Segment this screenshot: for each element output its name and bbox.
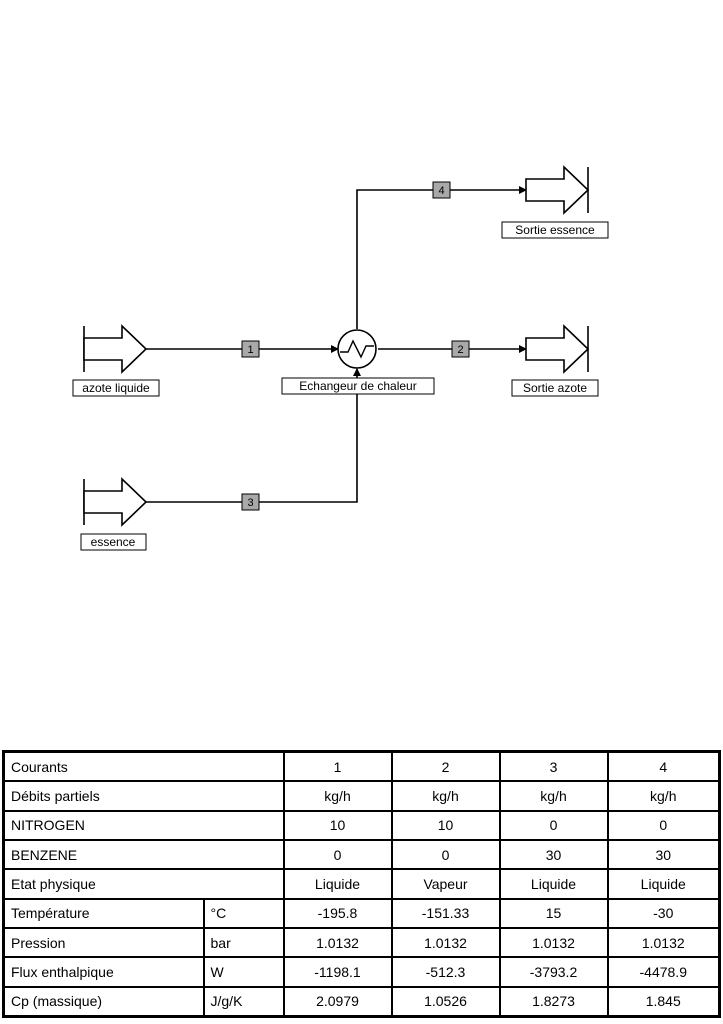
cell-value: kg/h [390, 780, 501, 812]
cell-value: kg/h [282, 780, 393, 812]
cell-value: 10 [282, 809, 393, 841]
table-row: Flux enthalpique W -1198.1 -512.3 -3793.… [2, 956, 721, 988]
cell-value: 30 [498, 838, 609, 871]
feed-label-azote: azote liquide [82, 381, 150, 395]
cell-value: Liquide [606, 868, 721, 900]
product-sortie-essence[interactable]: Sortie essence [501, 165, 609, 239]
feed-arrow-icon [83, 324, 148, 374]
cell-value: 10 [390, 809, 501, 841]
product-label-sortie-azote: Sortie azote [523, 381, 587, 395]
exchanger-label: Echangeur de chaleur [299, 379, 416, 393]
row-label: Etat physique [2, 868, 285, 900]
header-col-4: 4 [606, 750, 721, 783]
cell-value: 1.0132 [606, 926, 721, 959]
heat-exchanger[interactable]: Echangeur de chaleur [281, 329, 435, 395]
cell-value: kg/h [606, 780, 721, 812]
cell-value: 1.8273 [498, 985, 609, 1018]
cell-value: 0 [498, 809, 609, 841]
cell-value: 1.0132 [282, 926, 393, 959]
stream-4-line[interactable] [356, 186, 527, 329]
product-label-sortie-essence: Sortie essence [515, 223, 595, 237]
cell-value: -30 [606, 897, 721, 929]
cell-value: -195.8 [282, 897, 393, 929]
row-label: Cp (massique) [2, 985, 205, 1018]
feed-azote-liquide[interactable]: azote liquide [72, 324, 160, 397]
feed-arrow-icon [83, 477, 148, 527]
product-arrow-icon [525, 324, 590, 374]
svg-text:4: 4 [438, 185, 444, 197]
table-row: Pression bar 1.0132 1.0132 1.0132 1.0132 [2, 926, 721, 959]
cell-value: -512.3 [390, 956, 501, 988]
svg-text:3: 3 [247, 497, 253, 509]
cell-value: 0 [282, 838, 393, 871]
table-row: Débits partiels kg/h kg/h kg/h kg/h [2, 780, 721, 812]
header-label: Courants [2, 750, 285, 783]
cell-value: 1.0526 [390, 985, 501, 1018]
cell-value: 2.0979 [282, 985, 393, 1018]
product-sortie-azote[interactable]: Sortie azote [511, 324, 599, 397]
cell-value: 1.845 [606, 985, 721, 1018]
table-row: NITROGEN 10 10 0 0 [2, 809, 721, 841]
table-row: Cp (massique) J/g/K 2.0979 1.0526 1.8273… [2, 985, 721, 1018]
cell-value: Vapeur [390, 868, 501, 900]
row-label: Pression [2, 926, 205, 959]
header-col-3: 3 [498, 750, 609, 783]
table-header-row: Courants 1 2 3 4 [2, 750, 721, 783]
stream-3-line[interactable] [146, 368, 361, 503]
stream-tag-4[interactable]: 4 [432, 181, 451, 199]
cell-value: -3793.2 [498, 956, 609, 988]
feed-essence[interactable]: essence [80, 477, 148, 551]
row-label: BENZENE [2, 838, 285, 871]
table-row: Etat physique Liquide Vapeur Liquide Liq… [2, 868, 721, 900]
cell-value: 0 [390, 838, 501, 871]
svg-text:2: 2 [457, 344, 463, 356]
row-unit: °C [202, 897, 285, 929]
row-unit: W [202, 956, 285, 988]
process-flow-diagram: azote liquide essence Sortie essence Sor… [72, 165, 609, 551]
stream-tag-3[interactable]: 3 [241, 493, 260, 511]
row-unit: bar [202, 926, 285, 959]
cell-value: 15 [498, 897, 609, 929]
feed-label-essence: essence [91, 535, 136, 549]
stream-tag-2[interactable]: 2 [451, 340, 470, 358]
table-row: BENZENE 0 0 30 30 [2, 838, 721, 871]
row-label: NITROGEN [2, 809, 285, 841]
row-label: Débits partiels [2, 780, 285, 812]
cell-value: -1198.1 [282, 956, 393, 988]
header-col-2: 2 [390, 750, 501, 783]
svg-text:1: 1 [247, 344, 253, 356]
row-unit: J/g/K [202, 985, 285, 1018]
cell-value: 0 [606, 809, 721, 841]
cell-value: Liquide [282, 868, 393, 900]
cell-value: 1.0132 [390, 926, 501, 959]
cell-value: 30 [606, 838, 721, 871]
cell-value: -4478.9 [606, 956, 721, 988]
table-row: Température °C -195.8 -151.33 15 -30 [2, 897, 721, 929]
row-label: Température [2, 897, 205, 929]
row-label: Flux enthalpique [2, 956, 205, 988]
stream-results-table: Courants 1 2 3 4 Débits partiels kg/h kg… [2, 750, 721, 1018]
stream-tag-1[interactable]: 1 [241, 340, 260, 358]
cell-value: Liquide [498, 868, 609, 900]
cell-value: 1.0132 [498, 926, 609, 959]
cell-value: kg/h [498, 780, 609, 812]
header-col-1: 1 [282, 750, 393, 783]
product-arrow-icon [525, 165, 590, 215]
cell-value: -151.33 [390, 897, 501, 929]
